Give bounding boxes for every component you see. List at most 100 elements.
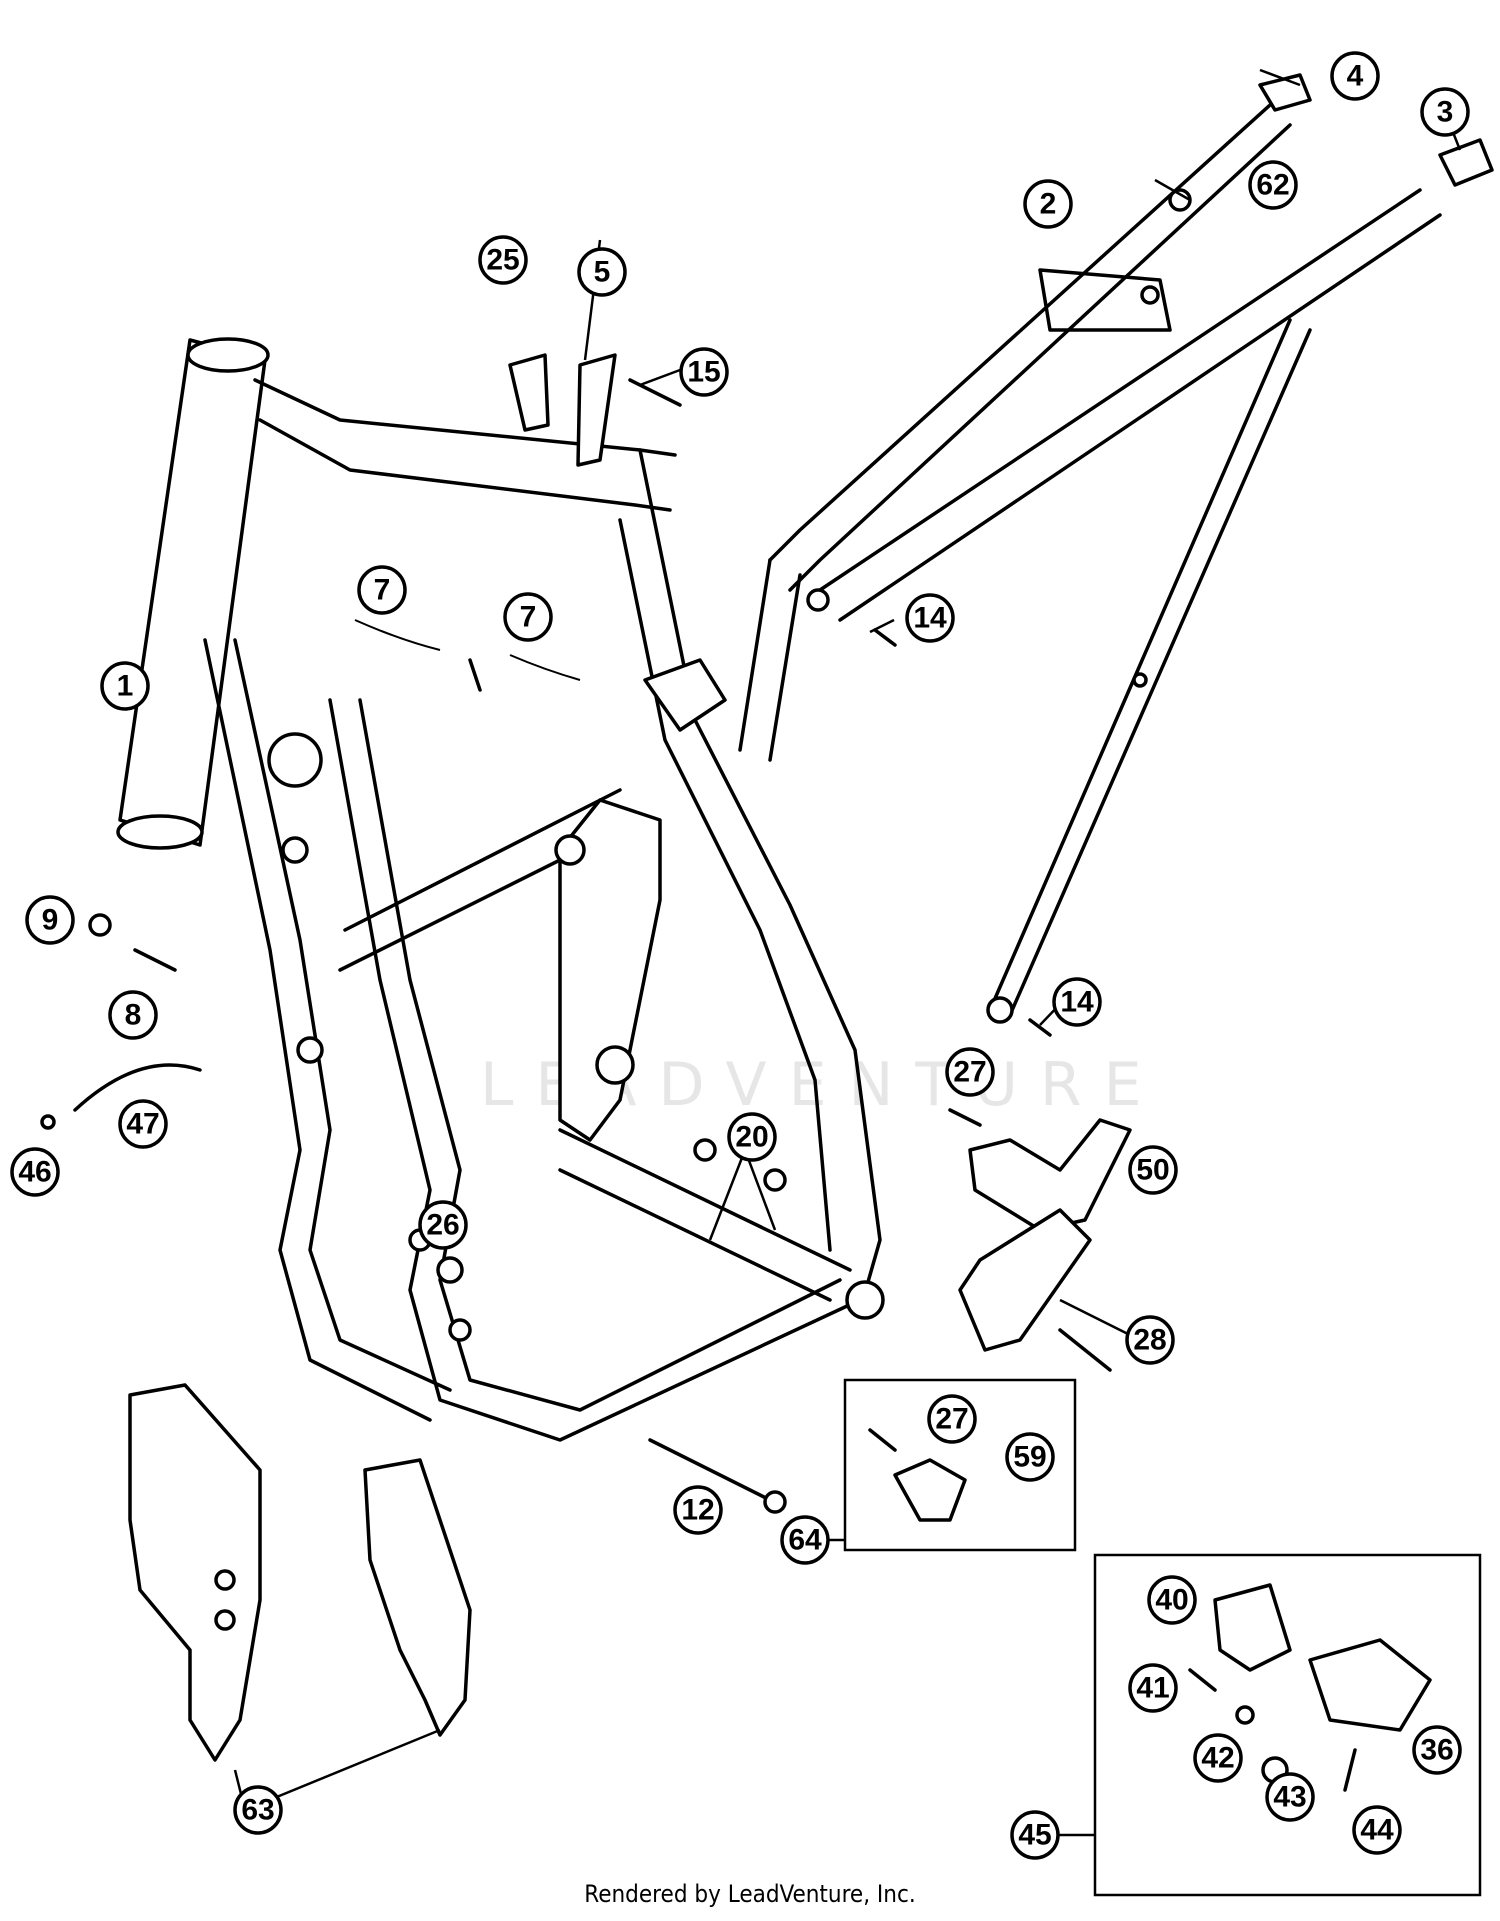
- svg-text:7: 7: [374, 574, 391, 607]
- frame-protectors-63: [128, 1383, 472, 1762]
- callout-8: 8: [108, 990, 158, 1040]
- svg-text:2: 2: [1040, 188, 1057, 221]
- screw-14a: [873, 628, 897, 647]
- bolt-8: [133, 948, 177, 972]
- callout-2: 2: [1023, 179, 1073, 229]
- callout-9: 9: [25, 895, 75, 945]
- callout-64: 64: [780, 1515, 830, 1565]
- svg-text:42: 42: [1201, 1742, 1234, 1775]
- guard-59: [893, 1458, 967, 1522]
- callout-15: 15: [679, 347, 729, 397]
- svg-text:64: 64: [788, 1524, 822, 1557]
- svg-text:4: 4: [1347, 60, 1364, 93]
- callout-63: 63: [233, 1785, 283, 1835]
- svg-text:14: 14: [1060, 986, 1094, 1019]
- callout-42: 42: [1193, 1733, 1243, 1783]
- callout-3: 3: [1420, 87, 1470, 137]
- cotter-44: [1343, 1748, 1357, 1792]
- svg-text:26: 26: [426, 1209, 459, 1242]
- pin-41: [1188, 1668, 1217, 1692]
- callout-12: 12: [673, 1485, 723, 1535]
- chain-guide-28: [958, 1208, 1092, 1352]
- bolt-12: [648, 1438, 772, 1502]
- callout-45: 45: [1010, 1810, 1060, 1860]
- sticker-7b: [509, 654, 581, 681]
- callout-27a: 27: [945, 1047, 995, 1097]
- nut-9: [88, 913, 112, 937]
- callout-27b: 27: [927, 1394, 977, 1444]
- callout-26: 26: [418, 1200, 468, 1250]
- svg-text:8: 8: [125, 999, 142, 1032]
- svg-text:28: 28: [1133, 1324, 1166, 1357]
- svg-text:3: 3: [1437, 96, 1454, 129]
- callout-59: 59: [1005, 1432, 1055, 1482]
- svg-text:5: 5: [594, 256, 611, 289]
- callout-50: 50: [1128, 1145, 1178, 1195]
- svg-text:41: 41: [1136, 1672, 1169, 1705]
- callout-5: 5: [577, 247, 627, 297]
- end-cap-3: [1438, 138, 1494, 187]
- bolt-27: [948, 1108, 982, 1127]
- callout-4: 4: [1330, 51, 1380, 101]
- bolt-12-head: [763, 1490, 787, 1514]
- footer-credit: Rendered by LeadVenture, Inc.: [584, 1880, 916, 1908]
- svg-text:62: 62: [1256, 169, 1289, 202]
- svg-text:7: 7: [520, 601, 537, 634]
- svg-text:36: 36: [1420, 1734, 1453, 1767]
- callout-43: 43: [1265, 1772, 1315, 1822]
- svg-text:40: 40: [1155, 1584, 1188, 1617]
- svg-text:50: 50: [1136, 1154, 1169, 1187]
- spring-42: [1235, 1705, 1255, 1725]
- svg-text:44: 44: [1360, 1814, 1394, 1847]
- callout-44: 44: [1352, 1805, 1402, 1855]
- inset-box-64: [843, 1378, 1077, 1552]
- footpeg-40: [1213, 1583, 1292, 1672]
- callout-7b: 7: [503, 592, 553, 642]
- svg-text:9: 9: [42, 904, 59, 937]
- svg-text:20: 20: [735, 1121, 768, 1154]
- bolt-27b: [868, 1428, 897, 1452]
- callout-40: 40: [1147, 1575, 1197, 1625]
- svg-text:46: 46: [18, 1156, 51, 1189]
- main-frame: [116, 337, 885, 1442]
- svg-text:45: 45: [1018, 1819, 1051, 1852]
- hose-47: [73, 1063, 202, 1112]
- svg-text:12: 12: [681, 1494, 714, 1527]
- callout-46: 46: [10, 1147, 60, 1197]
- clip-46: [40, 1114, 56, 1130]
- svg-text:27: 27: [953, 1056, 986, 1089]
- callout-36: 36: [1412, 1725, 1462, 1775]
- callout-7a: 7: [357, 565, 407, 615]
- callout-20: 20: [727, 1112, 777, 1162]
- inset-box-45: [1093, 1553, 1482, 1897]
- callout-14b: 14: [1052, 977, 1102, 1027]
- footpeg-36: [1308, 1638, 1432, 1732]
- svg-text:15: 15: [687, 356, 720, 389]
- bracket-50: [968, 1118, 1132, 1232]
- svg-text:63: 63: [241, 1794, 274, 1827]
- bracket-5: [508, 353, 617, 467]
- sticker-7a: [354, 619, 441, 651]
- callout-14a: 14: [905, 593, 955, 643]
- svg-text:1: 1: [117, 670, 134, 703]
- bolt-15: [628, 378, 682, 407]
- callout-25: 25: [478, 235, 528, 285]
- nut-26: [436, 1256, 464, 1284]
- subframe: [738, 103, 1442, 1024]
- svg-text:27: 27: [935, 1403, 968, 1436]
- grommet-20b: [763, 1168, 787, 1192]
- svg-text:25: 25: [486, 244, 519, 277]
- bolt-28: [1058, 1328, 1112, 1372]
- screw-14b: [1028, 1018, 1052, 1037]
- grommet-20a: [693, 1138, 717, 1162]
- svg-text:14: 14: [913, 602, 947, 635]
- callout-41: 41: [1128, 1663, 1178, 1713]
- callout-28: 28: [1125, 1315, 1175, 1365]
- svg-text:59: 59: [1013, 1441, 1046, 1474]
- callout-1: 1: [100, 661, 150, 711]
- svg-text:47: 47: [126, 1108, 159, 1141]
- svg-text:43: 43: [1273, 1781, 1306, 1814]
- callout-47: 47: [118, 1099, 168, 1149]
- callout-62: 62: [1248, 160, 1298, 210]
